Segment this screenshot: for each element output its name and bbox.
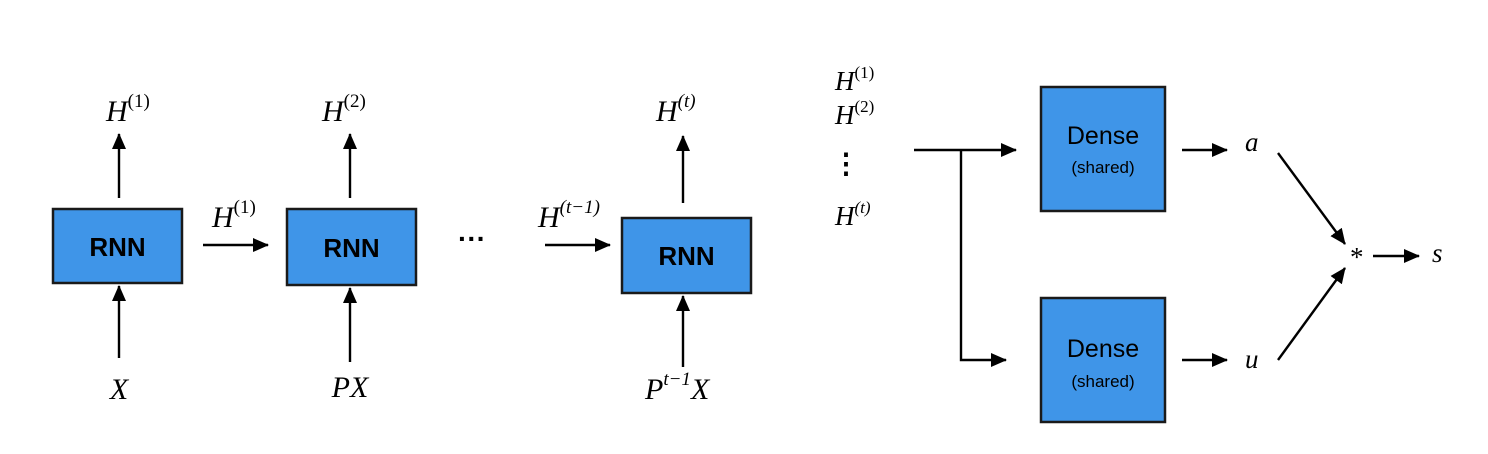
rnn-2-input-label: PX [331, 371, 370, 404]
hidden-label-1: H(1) [211, 197, 256, 234]
rnn-cell-1: RNN X H(1) [51, 91, 184, 406]
a-to-product-arrow [1277, 152, 1346, 245]
dense-bottom: Dense (shared) [1039, 296, 1167, 424]
rnn-ellipsis: ··· [458, 223, 486, 254]
rnn-cell-2: RNN PX H(2) [285, 91, 418, 404]
output-a-label: a [1245, 127, 1259, 157]
input-to-dense-bottom-connector [959, 150, 1007, 367]
rnn-1-input-label: X [109, 373, 130, 406]
rnn-1-output-label: H(1) [105, 91, 150, 128]
attention-block: H(1) H(2) ⋮ H(t) Dense (shared) a Dense … [832, 63, 1443, 424]
rnn-box-1 [51, 207, 184, 285]
product-symbol: * [1350, 242, 1364, 272]
dense-bottom-sublabel: (shared) [1071, 372, 1134, 391]
dense-top-box [1039, 85, 1167, 213]
u-to-product-arrow [1277, 267, 1346, 361]
rnn-t-input-label: Pt−1X [644, 369, 711, 406]
dense-top: Dense (shared) [1039, 85, 1167, 213]
dense-bottom-label: Dense [1067, 335, 1139, 363]
rnn-cell-t: RNN Pt−1X H(t) [620, 91, 753, 406]
input-ht-label: H(t) [834, 198, 871, 231]
hidden-label-t-minus-1: H(t−1) [537, 197, 600, 234]
input-h1-label: H(1) [834, 63, 874, 96]
rnn-label-2: RNN [323, 233, 379, 263]
input-h2-label: H(2) [834, 97, 874, 130]
output-s-label: s [1432, 238, 1443, 268]
rnn-box-t [620, 216, 753, 295]
vertical-ellipsis: ⋮ [832, 148, 860, 179]
output-u-label: u [1245, 344, 1259, 374]
dense-top-sublabel: (shared) [1071, 158, 1134, 177]
rnn-box-2 [285, 207, 418, 287]
rnn-label-1: RNN [89, 232, 145, 262]
rnn-label-t: RNN [658, 241, 714, 271]
dense-top-label: Dense [1067, 122, 1139, 150]
rnn-2-output-label: H(2) [321, 91, 366, 128]
rnn-chain: RNN X H(1) H(1) RNN PX H(2) ··· H(t−1) R… [51, 91, 753, 406]
rnn-t-output-label: H(t) [655, 91, 696, 128]
dense-bottom-box [1039, 296, 1167, 424]
